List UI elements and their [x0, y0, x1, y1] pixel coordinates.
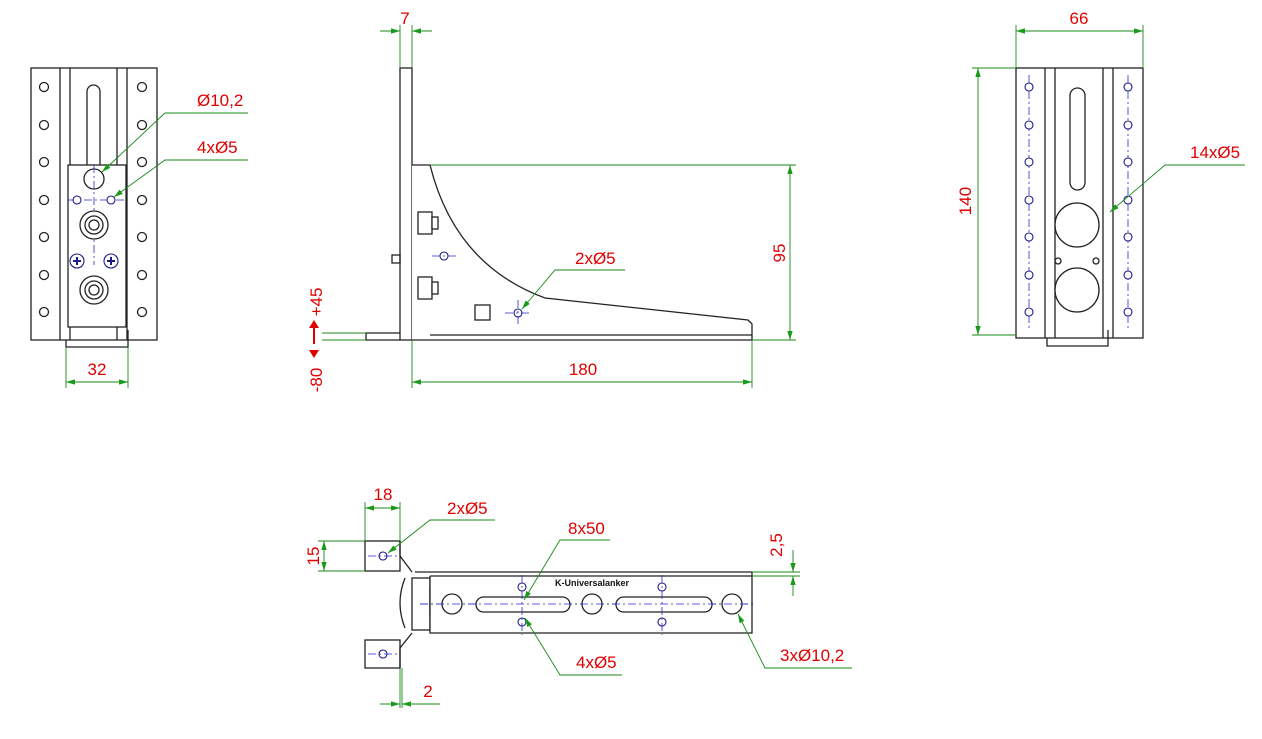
rear-view: 66 140 14xØ5	[956, 9, 1245, 347]
dim-edge-offset: 2,5	[767, 533, 786, 557]
dim-side-holes: 2xØ5	[575, 249, 616, 268]
front-view: 32 Ø10,2 4xØ5	[30, 67, 248, 388]
dim-small-holes: 4xØ5	[576, 653, 617, 672]
dim-thickness-7: 7	[400, 9, 409, 28]
dim-tab-holes: 2xØ5	[447, 499, 488, 518]
dim-rear-holes: 14xØ5	[1190, 143, 1240, 162]
dim-adjust-down: -80	[307, 368, 326, 393]
top-view: K-Universalanker 18 15 2xØ5 8x50 2,5 4xØ…	[304, 485, 852, 708]
engraving-text: K-Universalanker	[555, 578, 630, 588]
dim-height-140: 140	[956, 187, 975, 215]
dim-hole-large: Ø10,2	[197, 91, 243, 110]
dim-holes-small: 4xØ5	[197, 138, 238, 157]
dim-tab-width: 18	[374, 485, 393, 504]
dim-large-holes: 3xØ10,2	[780, 646, 844, 665]
dim-width-66: 66	[1070, 9, 1089, 28]
dim-height-95: 95	[770, 244, 789, 263]
dim-width-32: 32	[88, 360, 107, 379]
dim-adjust-up: +45	[307, 288, 326, 317]
dim-gap: 2	[423, 682, 432, 701]
dim-slots: 8x50	[568, 519, 605, 538]
side-view: 7 95 180 +45 -80 2xØ5	[307, 9, 796, 392]
dim-length-180: 180	[569, 360, 597, 379]
dim-tab-height: 15	[304, 547, 323, 566]
